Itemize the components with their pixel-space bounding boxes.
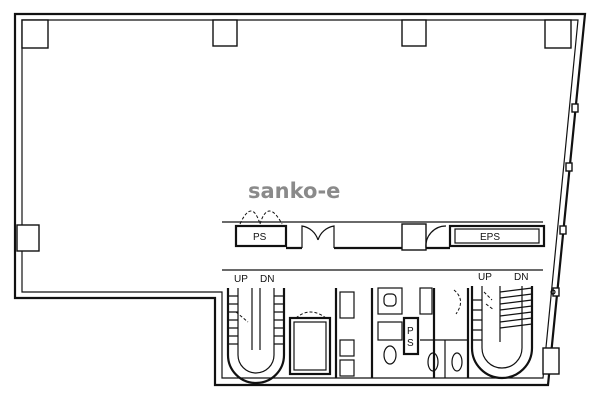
right-stair: UP DN <box>470 272 556 380</box>
left-stair: UP DN <box>226 274 286 385</box>
column-top-left <box>21 19 49 49</box>
ps-core-label: P <box>407 326 414 337</box>
column-left-mid <box>16 224 40 252</box>
svg-text:S: S <box>407 338 414 349</box>
columns <box>16 19 572 375</box>
column-top-mid-left <box>212 19 238 47</box>
column-center <box>401 223 427 251</box>
stair-icon <box>228 295 284 345</box>
column-bottom-right <box>542 347 560 375</box>
eps-label: EPS <box>480 232 500 243</box>
stair-icon <box>472 287 533 341</box>
elevator <box>288 311 332 376</box>
stair-down-label: DN <box>260 274 274 285</box>
toilet-icon <box>427 352 439 372</box>
entrance-doors <box>301 225 447 249</box>
stair-down-label: DN <box>514 272 528 283</box>
toilet-core: P S <box>334 287 470 378</box>
column-top-mid-right <box>401 19 427 47</box>
toilet-icon <box>383 293 397 307</box>
door-swing-icon <box>301 225 319 248</box>
wall-tabs <box>552 103 579 297</box>
elevator-icon <box>293 321 327 371</box>
toilet-icon <box>383 345 397 365</box>
stair-up-label: UP <box>234 274 248 285</box>
stair-up-label: UP <box>478 272 492 283</box>
ps-label: PS <box>253 232 267 243</box>
column-top-right <box>544 19 572 49</box>
door-swing-icon <box>239 210 283 225</box>
watermark-text: sanko-e <box>248 179 340 203</box>
toilet-icon <box>451 352 463 372</box>
outer-walls <box>13 12 587 387</box>
eps-room: EPS <box>448 224 546 248</box>
ps-room: PS <box>234 210 288 248</box>
